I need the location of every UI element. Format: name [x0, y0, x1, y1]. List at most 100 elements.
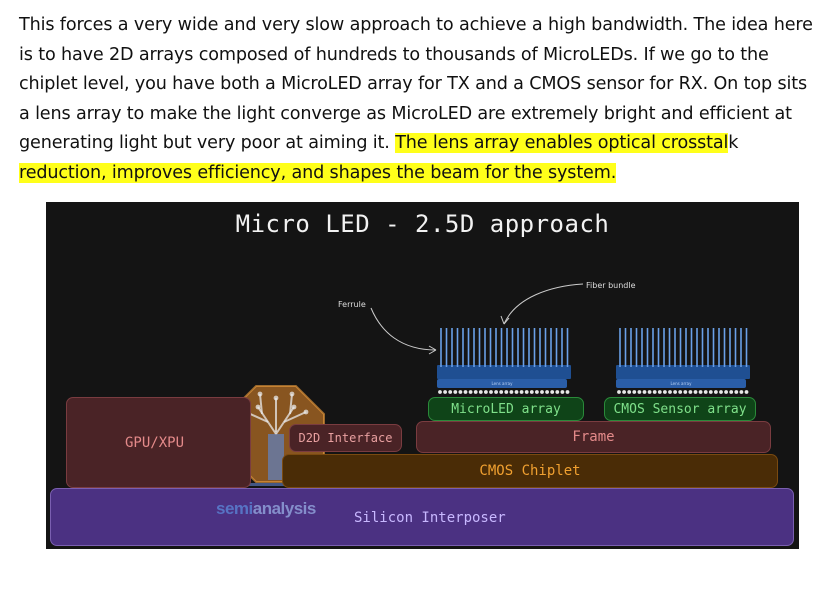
rx-emitter-dot: [678, 390, 683, 394]
watermark-node-icon: [273, 395, 279, 401]
rx-emitter-dot: [663, 390, 667, 394]
rx-emitter-dot: [714, 390, 718, 394]
highlighted-text-b: reduction, improves efficiency, and shap…: [19, 162, 617, 183]
tx-emitter-dot: [453, 390, 458, 394]
gpu-xpu-label: GPU/XPU: [125, 434, 185, 451]
tx-emitter-dot: [550, 390, 555, 394]
tx-emitter-dot: [494, 390, 498, 394]
cmos-chiplet: CMOS Chiplet: [282, 454, 778, 488]
tx-emitter-dot: [519, 390, 524, 394]
lens-array-right: Lens array: [616, 379, 746, 388]
logo-text-semi: semi: [216, 499, 253, 518]
tx-emitter-dot: [489, 390, 493, 394]
rx-emitter-dot: [729, 390, 734, 394]
logo-text-analysis: analysis: [252, 499, 317, 518]
microled-array-block: MicroLED array: [428, 397, 584, 421]
frame-block: Frame: [416, 421, 771, 453]
rx-emitter-dot: [652, 390, 657, 394]
silicon-interposer-label: Silicon Interposer: [354, 510, 506, 526]
rx-emitter-dot: [734, 390, 739, 394]
rx-emitter-dot: [719, 390, 723, 394]
fiber-bundle-arrow-line: [503, 283, 584, 325]
ferrule-label: Ferrule: [338, 300, 366, 309]
watermark-node-icon: [255, 404, 261, 410]
watermark-branch-icon: [289, 393, 293, 415]
rx-emitter-dot: [632, 390, 637, 394]
tx-emitter-dot: [535, 390, 539, 394]
watermark-branch-icon: [283, 411, 307, 423]
rx-emitter-dot: [724, 390, 728, 394]
tx-ferrule-base: [437, 365, 571, 379]
rx-emitter-dot: [647, 390, 652, 394]
tx-emitter-dot: [448, 390, 453, 394]
paragraph-line-5-tail: k: [728, 133, 739, 154]
rx-emitter-dot: [637, 390, 642, 394]
rx-emitter-dot: [617, 390, 621, 394]
gpu-xpu-block: GPU/XPU: [66, 397, 251, 488]
d2d-interface-block: D2D Interface: [289, 424, 402, 452]
d2d-interface-label: D2D Interface: [298, 431, 393, 445]
microled-diagram: Micro LED - 2.5D approach Fiber bundle F…: [46, 202, 799, 549]
tx-emitter-dot: [478, 390, 483, 394]
rx-emitter-dot: [668, 390, 672, 394]
tx-emitter-dot: [524, 390, 529, 394]
paragraph-line-4: a lens array to make the light converge …: [19, 103, 792, 124]
rx-emitter-dot: [739, 390, 744, 394]
fiber-bundle-arrow-head: [500, 315, 510, 325]
rx-emitter-dot: [683, 390, 688, 394]
tx-emitter-dot: [540, 390, 544, 394]
tx-emitter-dot: [484, 390, 488, 394]
frame-label: Frame: [572, 429, 615, 445]
rx-emitter-dot: [708, 390, 713, 394]
fiber-bundle-label: Fiber bundle: [586, 281, 636, 290]
tx-emitter-dot: [463, 390, 468, 394]
tx-emitter-dot: [565, 390, 570, 394]
ferrule-arrow-line: [370, 307, 437, 351]
rx-emitter-dot: [622, 390, 626, 394]
rx-emitter-dot: [673, 390, 677, 394]
tx-emitter-dot: [473, 390, 478, 394]
tx-emitter-dot: [509, 390, 514, 394]
tx-emitter-dot: [438, 390, 442, 394]
lens-array-left: Lens array: [437, 379, 567, 388]
paragraph-line-5: generating light but very poor at aiming…: [19, 133, 396, 154]
tx-emitter-dot: [504, 390, 509, 394]
highlighted-text-a: The lens array enables optical crosstal: [395, 133, 729, 154]
microled-array-label: MicroLED array: [451, 401, 561, 417]
tx-emitter-dot: [468, 390, 473, 394]
tx-emitter-dot: [499, 390, 504, 394]
rx-emitter-dot: [627, 390, 632, 394]
watermark-branch-icon: [259, 393, 263, 415]
tx-emitter-dot: [555, 390, 560, 394]
rx-emitter-dot: [698, 390, 703, 394]
cmos-sensor-array-label: CMOS Sensor array: [613, 401, 747, 417]
rx-emitter-dot: [693, 390, 698, 394]
tx-emitter-dot: [443, 390, 447, 394]
rx-emitter-dot: [688, 390, 693, 394]
cmos-chiplet-label: CMOS Chiplet: [479, 463, 581, 479]
rx-emitter-dot: [703, 390, 708, 394]
watermark-node-icon: [257, 391, 263, 397]
tx-emitter-dot: [545, 390, 549, 394]
ferrule-arrow-head: [428, 345, 437, 355]
paragraph-line-1: This forces a very wide and very slow ap…: [19, 15, 813, 35]
watermark-base-stripe: [246, 483, 306, 486]
silicon-interposer: [50, 488, 794, 546]
diagram-graphics: [227, 283, 750, 496]
tx-emitter-dot: [560, 390, 565, 394]
watermark-node-icon: [291, 404, 297, 410]
tx-emitter-dot: [514, 390, 519, 394]
rx-ferrule-base: [616, 365, 750, 379]
tx-emitter-dot: [458, 390, 463, 394]
rx-emitter-dot: [744, 390, 749, 394]
body-paragraph: This forces a very wide and very slow ap…: [19, 11, 829, 189]
cmos-sensor-array-block: CMOS Sensor array: [604, 397, 756, 421]
paragraph-line-2: is to have 2D arrays composed of hundred…: [19, 44, 769, 65]
watermark-trunk-icon: [268, 434, 284, 480]
rx-emitter-dot: [642, 390, 647, 394]
rx-emitter-dot: [657, 390, 662, 394]
paragraph-line-3: chiplet level, you have both a MicroLED …: [19, 74, 807, 95]
diagram-title: Micro LED - 2.5D approach: [235, 210, 610, 238]
watermark-node-icon: [303, 409, 309, 415]
tx-emitter-dot: [529, 390, 534, 394]
